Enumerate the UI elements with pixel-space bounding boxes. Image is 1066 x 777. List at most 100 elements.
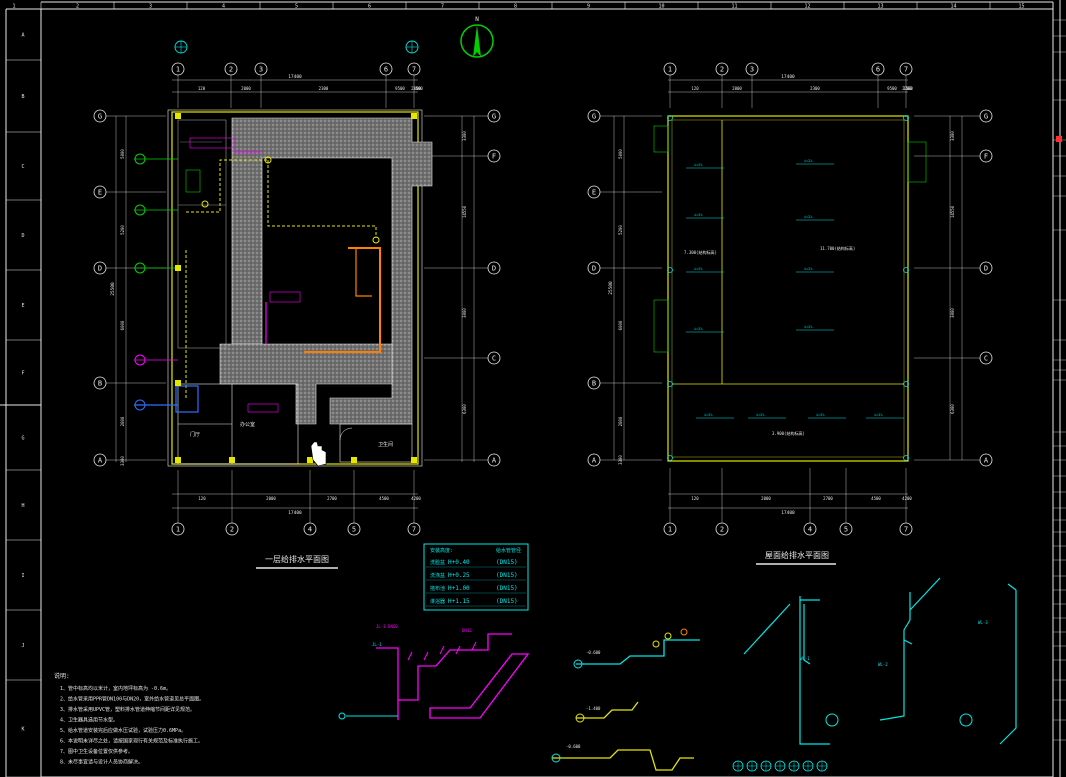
axis-bubble-right: A bbox=[984, 457, 989, 465]
axis-bubble-right: A bbox=[492, 457, 497, 465]
plan1-hatched-core bbox=[231, 117, 433, 425]
plan2-title: 屋面给排水平面图 bbox=[765, 550, 829, 560]
axis-bubble-bottom: 7 bbox=[412, 526, 416, 534]
left-ruler-label: F bbox=[21, 371, 24, 377]
axis-bubble-right: C bbox=[492, 355, 496, 363]
dim-top: 2000 bbox=[732, 86, 742, 91]
axis-bubble-bottom: 1 bbox=[176, 526, 180, 534]
axis-bubble-left: D bbox=[98, 265, 102, 273]
note-item: 2、给水管采用PPR管DN100与DN20，室外给水管道见总平面图。 bbox=[60, 696, 204, 703]
dim-left: 6000 bbox=[618, 320, 623, 330]
dim-bottom: 2000 bbox=[266, 496, 276, 501]
roof-slope-label: i=2% bbox=[694, 267, 703, 271]
dim-bottom: 4500 bbox=[379, 496, 389, 501]
roof-elev-1: 7.300(结构标高) bbox=[684, 249, 717, 255]
dim-bottom: 2700 bbox=[823, 496, 833, 501]
dim-left: 5000 bbox=[618, 149, 623, 159]
dim-top: 9500 bbox=[887, 86, 897, 91]
legend-pipe-dn: (DN15) bbox=[496, 598, 518, 605]
left-ruler-label: D bbox=[21, 233, 24, 239]
roof-slope-label: i=2% bbox=[804, 215, 813, 219]
dim-top: 2300 bbox=[902, 86, 912, 91]
design-notes: 说明: 1、管中标高均以米计，室内地坪标高为 -0.6m。2、给水管采用PPR管… bbox=[54, 672, 204, 766]
north-arrow: N bbox=[460, 16, 494, 58]
axis-bubble-right: D bbox=[984, 265, 988, 273]
left-ruler-label: I bbox=[21, 573, 24, 579]
legend-pipe-dn: (DN15) bbox=[496, 585, 518, 592]
top-ruler-label: 4 bbox=[222, 4, 225, 10]
left-ruler-label: A bbox=[21, 33, 24, 39]
sys-label-jl1: JL-1 bbox=[372, 642, 382, 647]
dim-top: 120 bbox=[198, 86, 206, 91]
dim-left: 6000 bbox=[120, 320, 125, 330]
top-ruler-label: 1 bbox=[12, 4, 15, 10]
left-ruler-label: E bbox=[21, 303, 24, 309]
top-ruler-label: 2 bbox=[76, 4, 79, 10]
note-item: 6、本说明未详尽之处，请按国家现行有关规范及标准执行施工。 bbox=[60, 738, 203, 745]
top-ruler-label: 3 bbox=[149, 4, 152, 10]
axis-bubble-top: 3 bbox=[259, 66, 263, 74]
plan1-title: 一层给排水平面图 bbox=[265, 554, 329, 564]
top-ruler-label: 11 bbox=[731, 4, 737, 10]
dim-top: 2000 bbox=[241, 86, 251, 91]
dim-top: 9500 bbox=[395, 86, 405, 91]
axis-bubble-top: 3 bbox=[750, 66, 754, 74]
dim-total-top: 17400 bbox=[288, 74, 302, 80]
dim-total-bottom: 17400 bbox=[781, 510, 795, 516]
dim-top: 2300 bbox=[411, 86, 421, 91]
axis-bubble-bottom: 4 bbox=[808, 526, 812, 534]
legend-pipe-dn: (DN15) bbox=[496, 572, 518, 579]
room-label-office: 办公室 bbox=[240, 421, 255, 428]
dim-bottom: 120 bbox=[691, 496, 699, 501]
dim-total-bottom: 17400 bbox=[288, 510, 302, 516]
axis-bubble-bottom: 1 bbox=[668, 526, 672, 534]
dim-right: 3000 bbox=[950, 308, 955, 318]
axis-bubble-left: G bbox=[98, 113, 102, 121]
legend-fixture-name: 洗涤盆 bbox=[430, 572, 445, 579]
axis-bubble-left: A bbox=[98, 457, 103, 465]
dim-right: 14550 bbox=[462, 205, 467, 218]
top-ruler-label: 14 bbox=[950, 4, 956, 10]
room-label-toilet: 卫生间 bbox=[378, 441, 393, 448]
roof-elev-2: 11.700(结构标高) bbox=[820, 245, 855, 251]
roof-slope-label: i=2% bbox=[694, 163, 703, 167]
roof-slope-label: i=2% bbox=[756, 413, 765, 417]
top-ruler-label: 12 bbox=[804, 4, 810, 10]
dim-left-total: 25500 bbox=[608, 281, 614, 295]
dim-left: 3300 bbox=[120, 456, 125, 466]
roof-slope-label: i=2% bbox=[804, 325, 813, 329]
left-ruler-label: C bbox=[21, 164, 24, 170]
roof-slope-label: i=2% bbox=[804, 159, 813, 163]
dim-top: 1500 bbox=[903, 86, 913, 91]
axis-bubble-bottom: 5 bbox=[352, 526, 356, 534]
axis-bubble-bottom: 4 bbox=[308, 526, 312, 534]
axis-bubble-left: E bbox=[592, 189, 596, 197]
legend-install-height: H+1.00 bbox=[448, 585, 470, 592]
left-ruler-label: G bbox=[21, 436, 24, 442]
dim-left: 5200 bbox=[120, 225, 125, 235]
dim-right: 6300 bbox=[950, 404, 955, 414]
legend-header-right: 给水管管径 bbox=[496, 547, 521, 554]
roof-slope-label: i=2% bbox=[816, 413, 825, 417]
roof-slope-label: i=2% bbox=[804, 267, 813, 271]
dim-top: 2300 bbox=[810, 86, 820, 91]
legend-fixture-name: 淋浴器 bbox=[430, 598, 445, 605]
axis-bubble-top: 2 bbox=[229, 66, 233, 74]
svg-text:-0.600: -0.600 bbox=[566, 744, 581, 749]
note-item: 8、未尽事宜请与设计人员协商解决。 bbox=[60, 759, 143, 766]
axis-bubble-top: 2 bbox=[720, 66, 724, 74]
dim-right: 3000 bbox=[462, 308, 467, 318]
dim-right: 6300 bbox=[462, 404, 467, 414]
axis-bubble-left: B bbox=[592, 380, 596, 388]
axis-bubble-left: E bbox=[98, 189, 102, 197]
legend-header-left: 安装高度: bbox=[430, 547, 453, 554]
note-item: 5、给水管道安装完后应做水压试验，试验压力0.6MPa。 bbox=[60, 727, 186, 734]
dim-bottom: 2000 bbox=[761, 496, 771, 501]
dim-bottom: 4500 bbox=[871, 496, 881, 501]
roof-slope-label: i=2% bbox=[704, 413, 713, 417]
